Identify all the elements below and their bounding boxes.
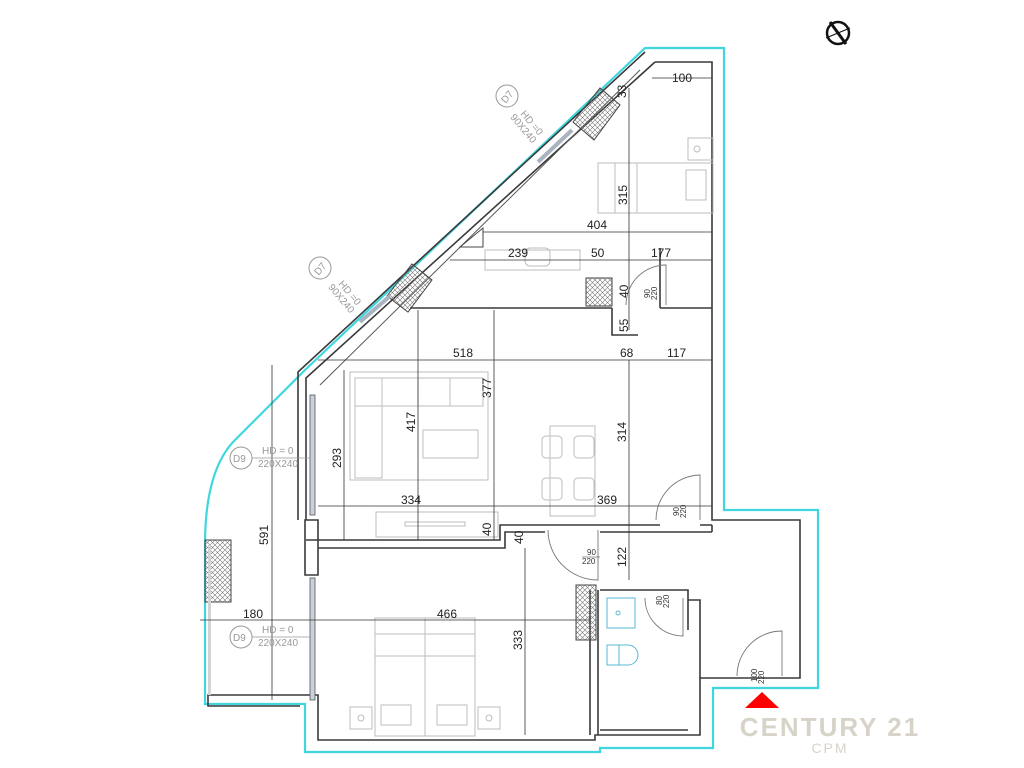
door-hall[interactable] xyxy=(655,474,701,521)
dim-466: 466 xyxy=(437,607,457,621)
sofa xyxy=(349,371,489,481)
desk xyxy=(484,247,581,271)
entrance-arrow-icon xyxy=(745,692,779,708)
toilet xyxy=(606,644,639,666)
hall-wall xyxy=(600,525,713,533)
dim-314: 314 xyxy=(615,422,629,442)
svg-text:HD = 0: HD = 0 xyxy=(262,625,294,636)
north-arrow-icon xyxy=(825,20,851,46)
dim-180: 180 xyxy=(243,607,263,621)
left-pillar xyxy=(304,519,319,576)
dim-518: 518 xyxy=(453,346,473,360)
dim-404: 404 xyxy=(587,218,607,232)
dim-417: 417 xyxy=(404,412,418,432)
exterior-diagonal-wall xyxy=(297,51,656,520)
dim-293: 293 xyxy=(330,448,344,468)
window-tag-d7-upper: D7 xyxy=(495,84,519,108)
glass-door-living xyxy=(309,394,316,516)
watermark-brand: CENTURY 21 xyxy=(739,712,921,742)
svg-text:HD = 0: HD = 0 xyxy=(262,446,294,457)
dim-377: 377 xyxy=(480,378,494,398)
column-bedroom xyxy=(575,584,597,641)
window-tag-d7-lower: D7 xyxy=(308,256,332,280)
dimension-lines xyxy=(200,77,712,735)
century21-watermark: CENTURY 21 CPM xyxy=(730,712,930,756)
svg-text:220: 220 xyxy=(662,594,671,608)
watermark-sub: CPM xyxy=(811,740,849,756)
column-diag-upper xyxy=(572,87,621,141)
bedroom-top-wall xyxy=(318,531,545,549)
dim-591: 591 xyxy=(257,525,271,545)
dim-40-living: 40 xyxy=(480,522,494,536)
dim-40-bedroom: 40 xyxy=(512,530,526,544)
window-tag-d9-lower: D9 HD = 0 220X240 xyxy=(229,625,310,649)
svg-text:220: 220 xyxy=(650,286,659,300)
svg-text:220: 220 xyxy=(757,670,766,684)
tv-unit xyxy=(375,511,499,538)
dim-100: 100 xyxy=(672,71,692,85)
column-diag-lower xyxy=(386,263,433,313)
svg-text:220X240: 220X240 xyxy=(258,638,298,649)
dim-50: 50 xyxy=(591,246,605,260)
window-tag-d7-lower-text: HD =0 90X240 xyxy=(325,279,362,316)
dim-177: 177 xyxy=(651,246,671,260)
svg-text:100: 100 xyxy=(750,668,759,682)
property-outline xyxy=(203,46,820,754)
window-tag-d9-upper: D9 HD = 0 220X240 xyxy=(229,446,310,470)
dim-315: 315 xyxy=(616,185,630,205)
coffee-table xyxy=(422,429,479,459)
svg-text:90: 90 xyxy=(672,507,681,516)
svg-text:80: 80 xyxy=(655,596,664,605)
door-bedroom[interactable] xyxy=(547,529,599,581)
dim-117: 117 xyxy=(667,346,686,360)
exterior-wall xyxy=(207,61,801,741)
column-kitchen xyxy=(585,277,613,307)
svg-text:D9: D9 xyxy=(233,454,246,465)
glass-window-upper xyxy=(536,128,574,164)
dim-333: 333 xyxy=(511,630,525,650)
door-kitchen[interactable] xyxy=(625,264,667,306)
door-size-entrance: 100 220 xyxy=(750,668,766,684)
dining-table xyxy=(541,425,596,517)
door-entrance[interactable] xyxy=(736,630,783,677)
dim-334: 334 xyxy=(401,493,421,507)
door-size-hall: 90 220 xyxy=(672,504,688,518)
dim-239: 239 xyxy=(508,246,528,260)
dim-369: 369 xyxy=(597,493,617,507)
door-size-bedroom: 90 220 xyxy=(582,548,600,566)
bathroom-walls xyxy=(600,589,701,731)
svg-text:220: 220 xyxy=(582,557,596,566)
dim-55: 55 xyxy=(617,318,631,332)
kitchen-bottom-wall xyxy=(410,307,712,336)
svg-text:90: 90 xyxy=(643,289,652,298)
window-tag-d7-upper-text: HD =0 90X240 xyxy=(507,109,544,146)
door-size-kitchen: 90 220 xyxy=(643,286,659,300)
glass-window-lower xyxy=(358,294,392,324)
glass-door-bedroom xyxy=(309,577,316,701)
svg-text:220: 220 xyxy=(679,504,688,518)
door-wc[interactable] xyxy=(644,597,684,637)
living-bottom-wall xyxy=(306,524,712,541)
kitchen-counter xyxy=(597,137,714,214)
dim-68: 68 xyxy=(620,346,634,360)
dim-122: 122 xyxy=(615,547,629,567)
svg-text:90: 90 xyxy=(587,548,596,557)
bed xyxy=(349,617,501,737)
dim-33: 33 xyxy=(615,84,629,98)
bathroom-sink xyxy=(606,597,636,629)
diag-niche xyxy=(458,226,484,248)
door-size-wc: 80 220 xyxy=(655,594,671,608)
svg-text:D9: D9 xyxy=(233,633,246,644)
dim-40-kitchen: 40 xyxy=(617,284,631,298)
svg-text:220X240: 220X240 xyxy=(258,459,298,470)
